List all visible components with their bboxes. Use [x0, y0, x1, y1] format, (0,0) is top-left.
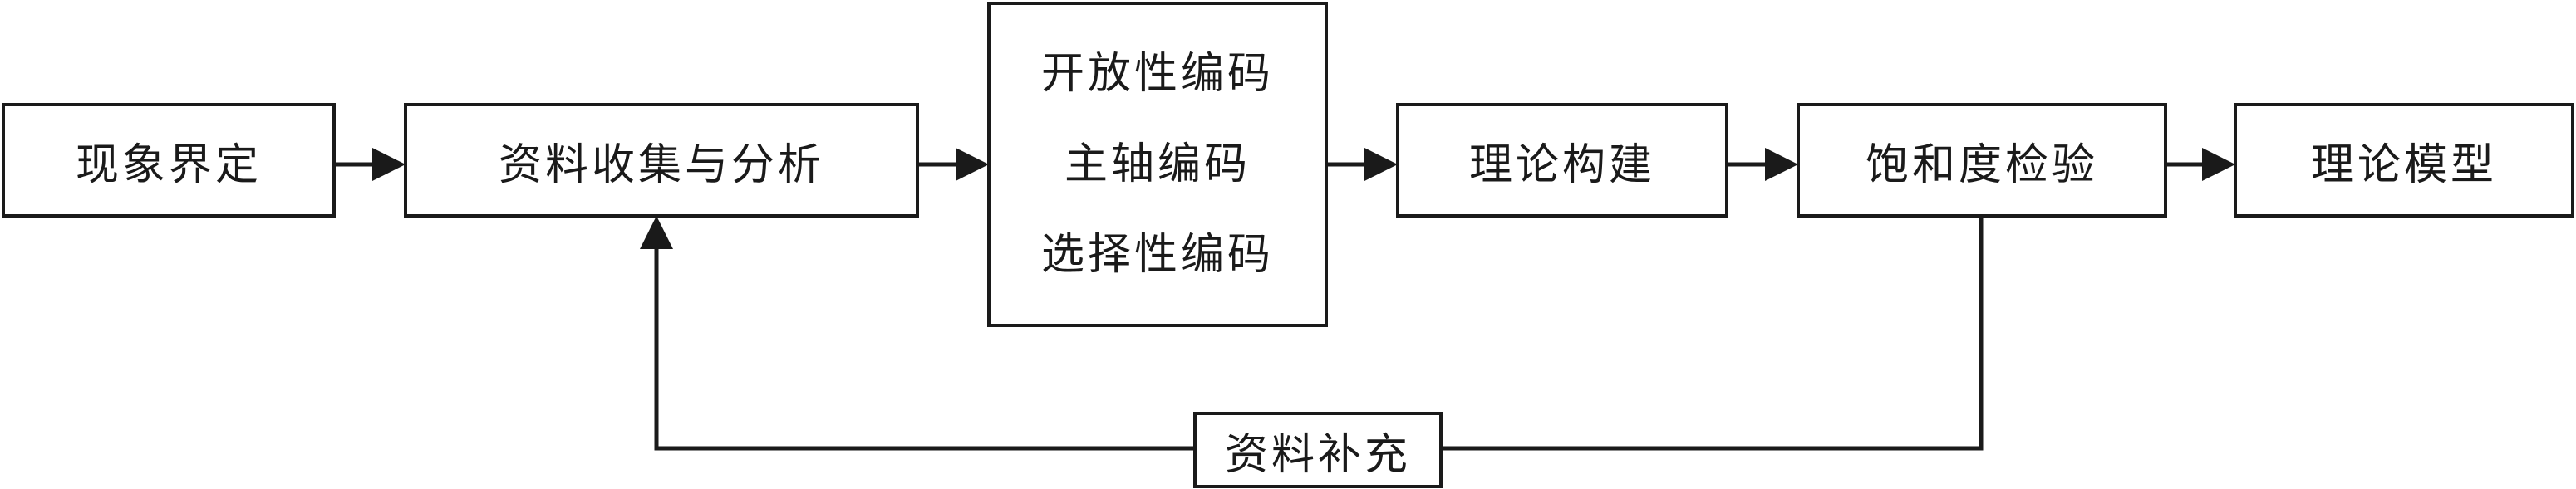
node-coding-line-3: 选择性编码: [1040, 230, 1274, 280]
feedback-line-right: [1441, 214, 1984, 451]
arrowhead-feedback-up: [640, 216, 673, 249]
arrowhead-3: [1364, 148, 1398, 181]
node-coding-line-2: 主轴编码: [1064, 139, 1251, 189]
node-data-collection-analysis: 资料收集与分析: [404, 103, 919, 218]
feedback-line-left: [654, 246, 1193, 451]
node-data-collection-analysis-label: 资料收集与分析: [498, 139, 824, 190]
node-theory-model: 理论模型: [2234, 103, 2574, 218]
node-coding: 开放性编码 主轴编码 选择性编码: [987, 2, 1328, 327]
node-coding-line-1: 开放性编码: [1040, 49, 1274, 99]
arrowhead-1: [372, 148, 406, 181]
node-theory-model-label: 理论模型: [2310, 139, 2497, 190]
node-data-supplement-label: 资料补充: [1224, 429, 1411, 480]
arrowhead-5: [2202, 148, 2235, 181]
node-theory-building: 理论构建: [1396, 103, 1728, 218]
node-saturation-test-label: 饱和度检验: [1865, 139, 2098, 190]
arrowhead-2: [956, 148, 989, 181]
arrowhead-4: [1765, 148, 1798, 181]
node-theory-building-label: 理论构建: [1468, 139, 1655, 190]
node-phenomenon-definition-label: 现象界定: [75, 139, 262, 190]
node-phenomenon-definition: 现象界定: [2, 103, 336, 218]
node-data-supplement: 资料补充: [1193, 412, 1443, 488]
node-saturation-test: 饱和度检验: [1797, 103, 2167, 218]
